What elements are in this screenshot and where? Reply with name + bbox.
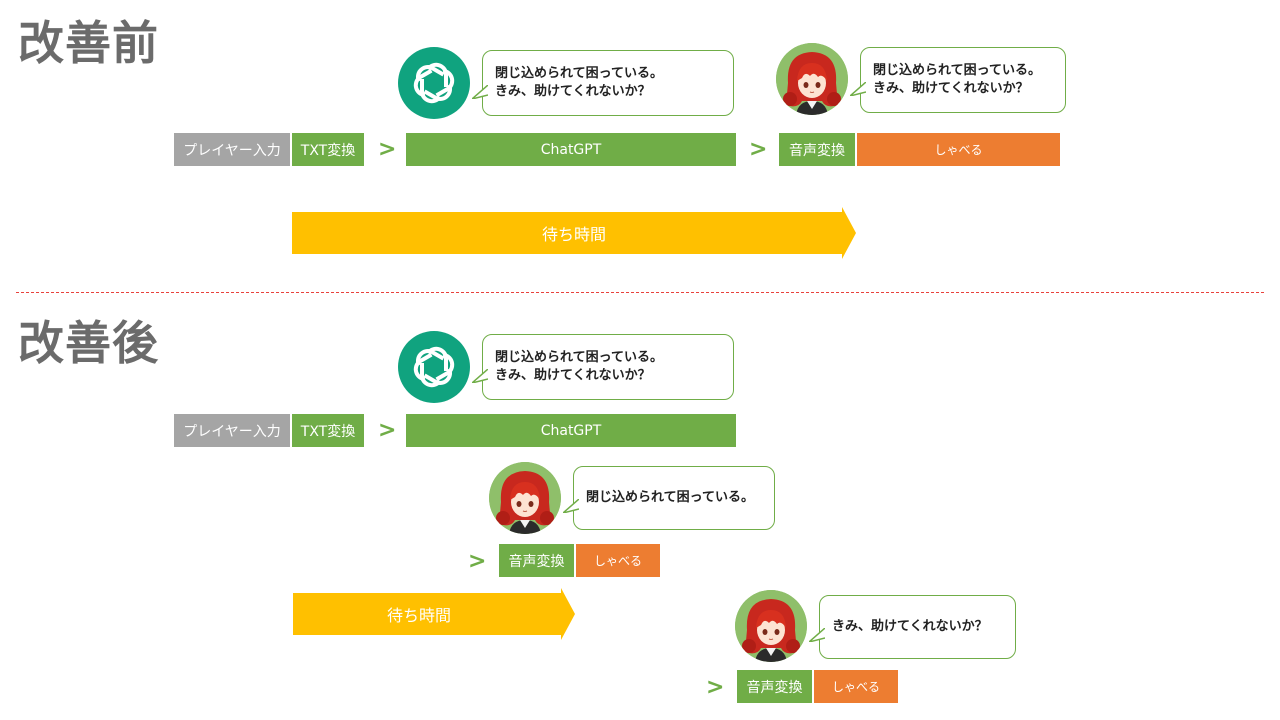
flow-arrow: > — [468, 549, 487, 574]
character-avatar-icon — [776, 43, 848, 115]
gpt-speech-bubble: 閉じ込められて困っている。 きみ、助けてくれないか？ — [472, 334, 734, 400]
flow-arrow: > — [378, 418, 397, 443]
chatgpt-logo-icon — [398, 47, 470, 119]
speak-step-1: しゃべる — [576, 544, 660, 577]
bubble-line: きみ、助けてくれないか？ — [873, 81, 1029, 96]
wait-time-arrow: 待ち時間 — [293, 588, 575, 640]
flow-arrow: > — [749, 137, 768, 162]
txt-convert-step: TXT変換 — [292, 133, 364, 166]
after-title: 改善後 — [18, 316, 159, 370]
speak-step-2: しゃべる — [814, 670, 898, 703]
bubble-line: きみ、助けてくれないか？ — [495, 368, 651, 383]
bubble-line: 閉じ込められて困っている。 — [586, 490, 754, 505]
chatgpt-step: ChatGPT — [406, 133, 736, 166]
bubble-line: きみ、助けてくれないか？ — [495, 84, 651, 99]
character-speech-bubble-2: きみ、助けてくれないか？ — [809, 595, 1016, 659]
wait-time-label: 待ち時間 — [541, 225, 606, 244]
bubble-line: 閉じ込められて困っている。 — [495, 66, 663, 81]
character-speech-bubble-1: 閉じ込められて困っている。 — [563, 466, 775, 530]
character-avatar-icon — [735, 590, 807, 662]
chatgpt-logo-icon — [398, 331, 470, 403]
chatgpt-step: ChatGPT — [406, 414, 736, 447]
section-divider — [16, 292, 1264, 293]
player-input-step: プレイヤー入力 — [174, 133, 290, 166]
flow-arrow: > — [378, 137, 397, 162]
voice-convert-step-1: 音声変換 — [499, 544, 574, 577]
character-speech-bubble: 閉じ込められて困っている。 きみ、助けてくれないか？ — [850, 47, 1066, 113]
character-avatar-icon — [489, 462, 561, 534]
voice-convert-step: 音声変換 — [779, 133, 855, 166]
bubble-line: 閉じ込められて困っている。 — [873, 63, 1041, 78]
voice-convert-step-2: 音声変換 — [737, 670, 812, 703]
wait-time-arrow: 待ち時間 — [292, 207, 856, 259]
wait-time-label: 待ち時間 — [386, 606, 451, 625]
bubble-line: きみ、助けてくれないか？ — [832, 619, 988, 634]
bubble-line: 閉じ込められて困っている。 — [495, 350, 663, 365]
txt-convert-step: TXT変換 — [292, 414, 364, 447]
speak-step: しゃべる — [857, 133, 1060, 166]
player-input-step: プレイヤー入力 — [174, 414, 290, 447]
gpt-speech-bubble: 閉じ込められて困っている。 きみ、助けてくれないか？ — [472, 50, 734, 116]
before-title: 改善前 — [18, 16, 159, 70]
flow-arrow: > — [706, 675, 725, 700]
